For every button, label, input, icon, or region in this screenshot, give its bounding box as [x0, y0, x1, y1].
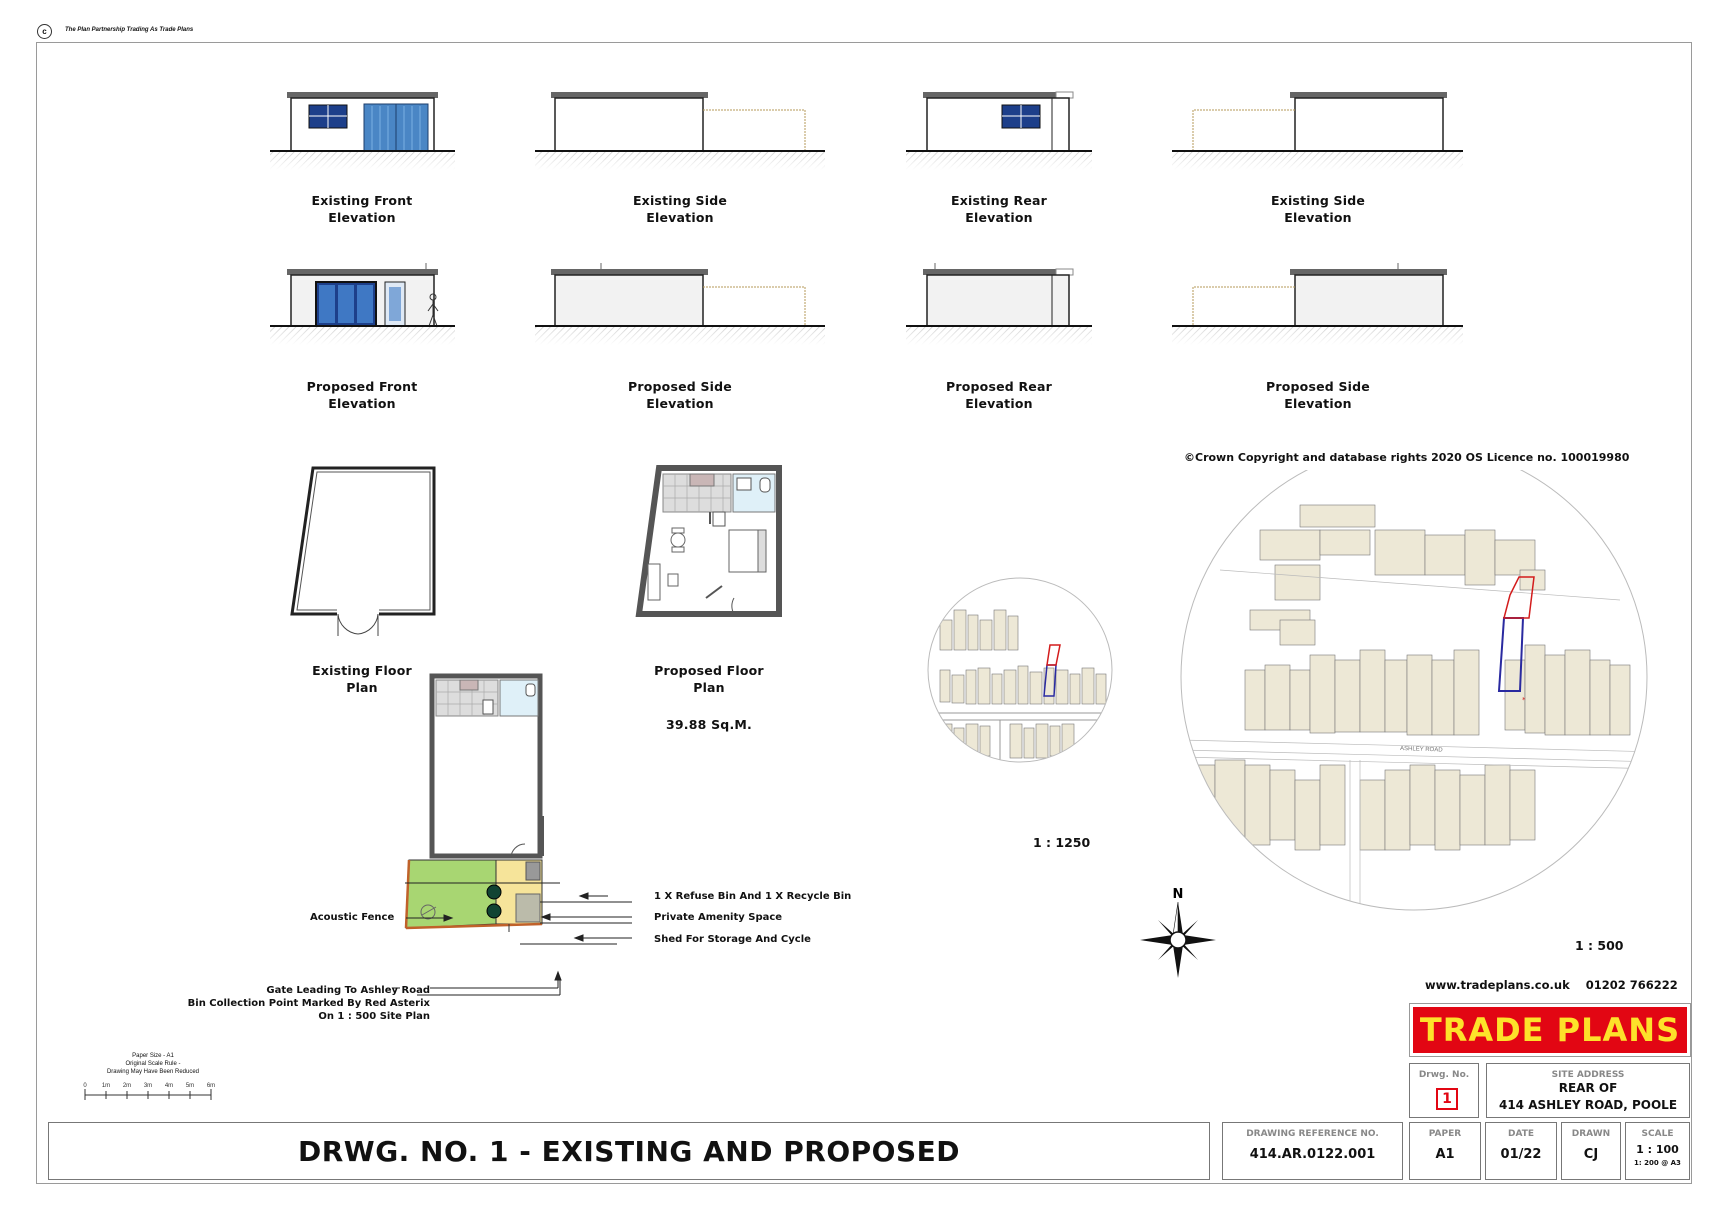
shed-label: Shed For Storage And Cycle	[654, 934, 811, 945]
amenity-space-label: Private Amenity Space	[654, 912, 783, 923]
existing-rear-elevation	[906, 91, 1092, 170]
scale-tick-label: 1m	[102, 1083, 110, 1089]
contact-line: www.tradeplans.co.uk 01202 766222	[1425, 978, 1678, 992]
svg-text:N: N	[1173, 887, 1184, 902]
existing-front-elevation	[270, 92, 455, 170]
proposed-side-elevation-1	[535, 263, 825, 345]
phone-number: 01202 766222	[1585, 978, 1678, 992]
floor-area: 39.88 Sq.M.	[666, 717, 752, 732]
drawing-frame	[36, 42, 1692, 1184]
scale-cell: SCALE 1 : 100 1: 200 @ A3	[1625, 1122, 1690, 1180]
scale-1250: 1 : 1250	[1033, 835, 1091, 850]
scale-bar: 0 1m 2m 3m 4m 5m 6m	[83, 1083, 215, 1100]
existing-side-elevation-1	[535, 92, 825, 170]
scale-tick-label: 3m	[144, 1083, 152, 1089]
existing-floor-plan	[290, 466, 436, 636]
north-arrow-icon: N	[1140, 887, 1216, 978]
drawing-title: DRWG. NO. 1 - EXISTING AND PROPOSED	[48, 1122, 1210, 1180]
proposed-front-elevation	[270, 263, 455, 345]
site-plan-small	[928, 578, 1112, 762]
drwg-no-cell: Drwg. No.	[1409, 1063, 1479, 1118]
proposed-side-elevation-2	[1172, 263, 1463, 345]
drawing-reference-cell: DRAWING REFERENCE NO.414.AR.0122.001	[1222, 1122, 1403, 1180]
site-plans-drawing: ASHLEY ROAD *	[927, 470, 1648, 911]
existing-side-elevation-2	[1172, 92, 1463, 170]
site-address-cell: SITE ADDRESS REAR OF 414 ASHLEY ROAD, PO…	[1486, 1063, 1690, 1118]
scale-500: 1 : 500	[1575, 938, 1624, 953]
crown-copyright: ©Crown Copyright and database rights 202…	[1184, 451, 1630, 464]
acoustic-fence-label: Acoustic Fence	[310, 912, 395, 923]
scale-tick-label: 5m	[186, 1083, 194, 1089]
scale-tick-label: 2m	[123, 1083, 131, 1089]
copyright-mark: c	[37, 24, 52, 39]
scale-tick-label: 6m	[207, 1083, 215, 1089]
proposed-rear-elevation	[906, 263, 1092, 345]
trade-plans-logo: TRADE PLANS	[1409, 1003, 1691, 1057]
refuse-bin-label: 1 X Refuse Bin And 1 X Recycle Bin	[654, 891, 852, 902]
road-label: ASHLEY ROAD	[1400, 746, 1443, 754]
site-plan-large: ASHLEY ROAD *	[1181, 470, 1647, 910]
floor-plans-drawing	[290, 465, 782, 996]
scale-tick-label: 0	[83, 1083, 87, 1089]
drwg-no-badge: 1	[1436, 1088, 1458, 1110]
elevations-drawing	[270, 91, 1463, 345]
company-name: The Plan Partnership Trading As Trade Pl…	[65, 27, 194, 33]
proposed-floor-plan	[635, 465, 782, 617]
site-floor-plan	[392, 673, 632, 996]
website-link[interactable]: www.tradeplans.co.uk	[1425, 978, 1570, 992]
svg-text:*: *	[1522, 696, 1526, 704]
scale-tick-label: 4m	[165, 1083, 173, 1089]
